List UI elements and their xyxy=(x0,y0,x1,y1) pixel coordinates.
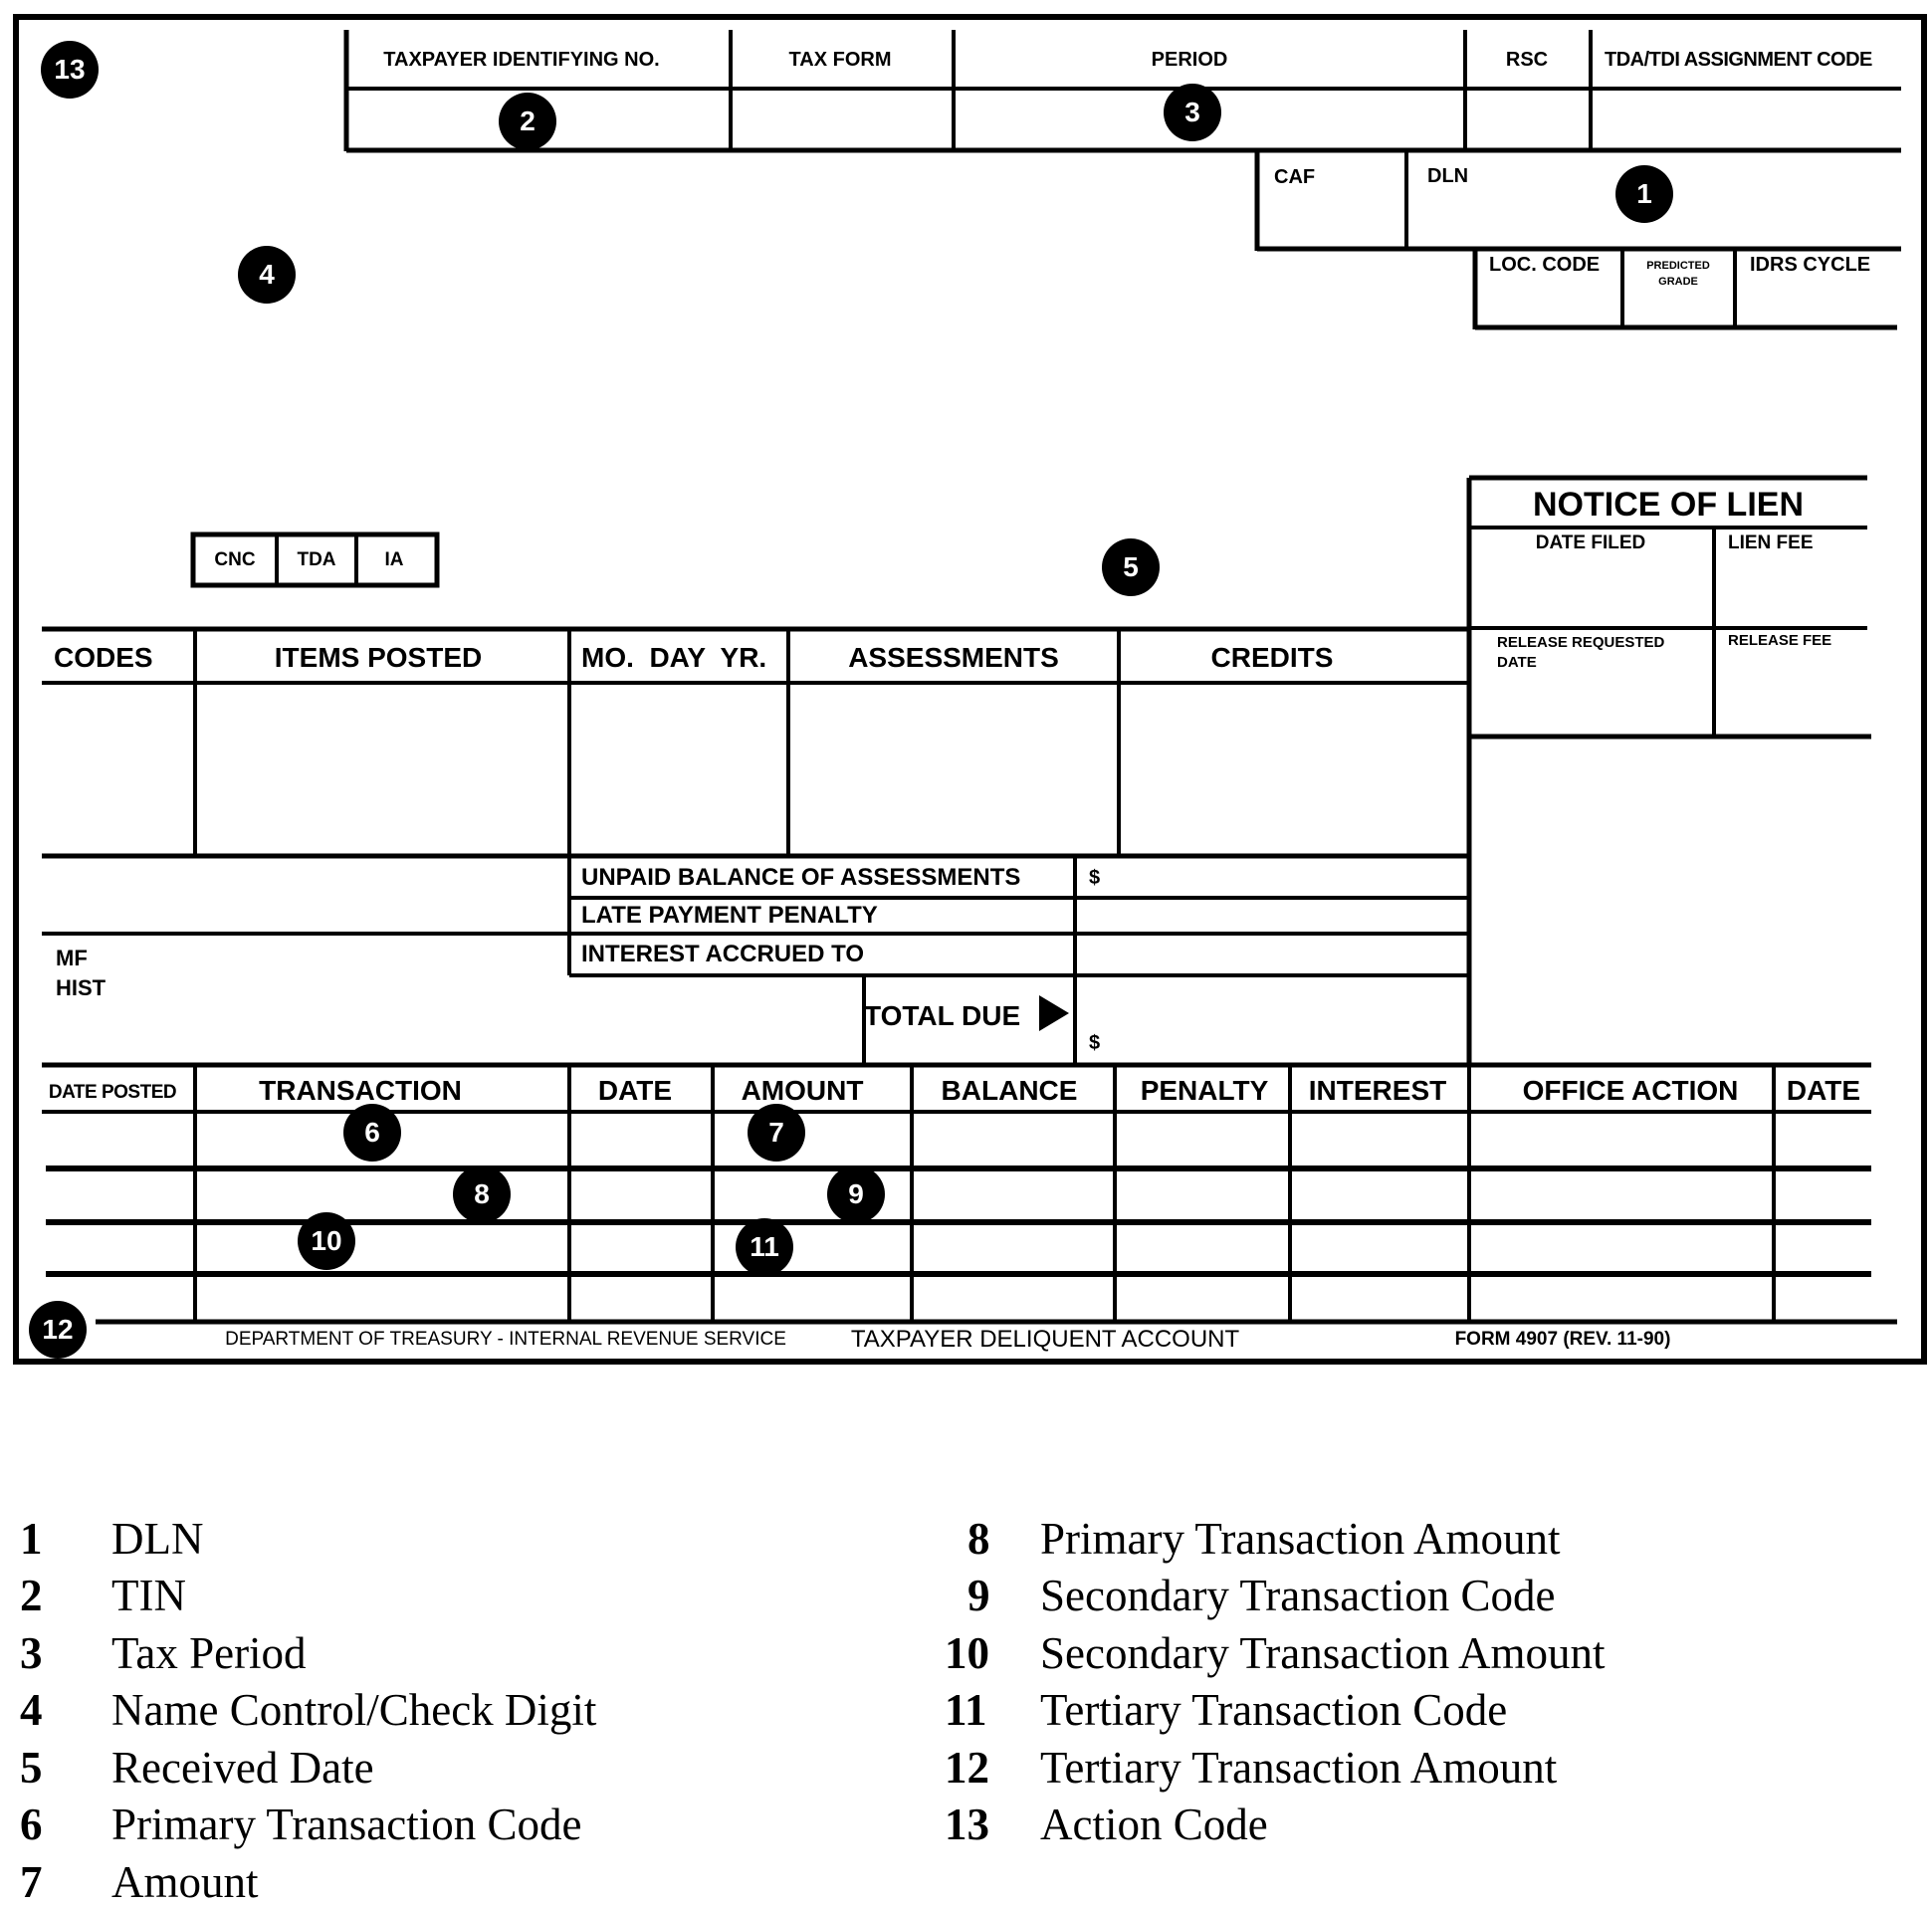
period-header: PERIOD xyxy=(1151,49,1228,71)
callout-badge-2: 2 xyxy=(499,93,556,150)
predicted-grade-header-line2: GRADE xyxy=(1658,276,1698,288)
footer-department: DEPARTMENT OF TREASURY - INTERNAL REVENU… xyxy=(225,1329,786,1350)
callout-badge-11: 11 xyxy=(736,1218,793,1276)
tda-box: TDA xyxy=(297,549,336,570)
unpaid-balance-label: UNPAID BALANCE OF ASSESSMENTS xyxy=(581,864,1021,891)
callout-badge-13: 13 xyxy=(41,41,99,99)
callout-badge-7: 7 xyxy=(748,1104,805,1162)
callout-badge-9: 9 xyxy=(827,1165,885,1223)
callout-badge-3: 3 xyxy=(1164,84,1221,141)
footer-form-number: FORM 4907 (REV. 11-90) xyxy=(1454,1329,1671,1350)
callout-badge-10: 10 xyxy=(298,1212,355,1270)
total-due-dollar: $ xyxy=(1089,1032,1101,1054)
callout-badge-4: 4 xyxy=(238,246,296,304)
loc-code-header: LOC. CODE xyxy=(1489,254,1601,276)
interest-accrued-label: INTEREST ACCRUED TO xyxy=(581,941,865,967)
release-fee-label: RELEASE FEE xyxy=(1728,632,1832,649)
release-requested-label-line2: DATE xyxy=(1497,654,1537,671)
date-filed-label: DATE FILED xyxy=(1535,532,1646,553)
form-4907: TAXPAYER IDENTIFYING NO. TAX FORM PERIOD… xyxy=(13,14,1927,1365)
tda-assignment-code-header: TDA/TDI ASSIGNMENT CODE xyxy=(1605,49,1872,71)
ia-box: IA xyxy=(384,549,404,570)
office-action-header: OFFICE ACTION xyxy=(1522,1075,1739,1106)
release-requested-label-line1: RELEASE REQUESTED xyxy=(1497,634,1665,651)
interest-header: INTEREST xyxy=(1308,1075,1447,1106)
unpaid-balance-dollar: $ xyxy=(1089,867,1101,889)
date2-header: DATE xyxy=(1786,1075,1861,1106)
total-due-label: TOTAL DUE xyxy=(864,1000,1021,1031)
callout-badge-5: 5 xyxy=(1102,538,1160,596)
date-header: DATE xyxy=(597,1075,673,1106)
late-payment-penalty-label: LATE PAYMENT PENALTY xyxy=(581,902,878,929)
amount-header: AMOUNT xyxy=(741,1075,864,1106)
idrs-cycle-header: IDRS CYCLE xyxy=(1750,254,1871,276)
caf-header: CAF xyxy=(1274,166,1316,188)
date-posted-header: DATE POSTED xyxy=(48,1082,177,1103)
tin-header: TAXPAYER IDENTIFYING NO. xyxy=(383,49,660,71)
predicted-grade-header-line1: PREDICTED xyxy=(1646,260,1710,272)
form-grid-lines xyxy=(13,14,1927,1365)
transaction-header: TRANSACTION xyxy=(259,1075,462,1106)
notice-of-lien-title: NOTICE OF LIEN xyxy=(1533,486,1804,524)
mf-label: MF xyxy=(56,946,88,970)
balance-header: BALANCE xyxy=(941,1075,1078,1106)
hist-label: HIST xyxy=(56,975,107,1000)
assessments-header: ASSESSMENTS xyxy=(848,642,1059,673)
codes-header: CODES xyxy=(54,642,153,673)
credits-header: CREDITS xyxy=(1210,642,1334,673)
lien-fee-label: LIEN FEE xyxy=(1728,532,1814,553)
callout-badge-6: 6 xyxy=(343,1104,401,1162)
items-posted-header: ITEMS POSTED xyxy=(274,642,483,673)
callout-badge-8: 8 xyxy=(453,1165,511,1223)
cnc-box: CNC xyxy=(214,549,256,570)
mo-day-yr-header: MO. DAY YR. xyxy=(581,642,767,673)
footer-form-title: TAXPAYER DELIQUENT ACCOUNT xyxy=(850,1326,1240,1353)
rsc-header: RSC xyxy=(1505,49,1549,71)
tax-form-header: TAX FORM xyxy=(788,49,892,71)
callout-badge-12: 12 xyxy=(29,1301,87,1359)
dln-header: DLN xyxy=(1427,165,1469,187)
callout-badge-1: 1 xyxy=(1615,165,1673,223)
penalty-header: PENALTY xyxy=(1140,1075,1269,1106)
